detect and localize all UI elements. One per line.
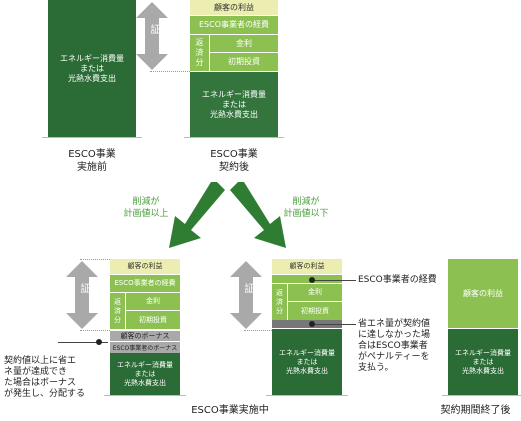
above-baseline — [104, 395, 186, 396]
esco-cost-pointer-line — [312, 280, 356, 281]
arrow-right-label: 削減が 計画値以下 — [283, 197, 329, 219]
above-guarantee-label: 保 証 — [78, 283, 104, 295]
contract-customer-profit: 顧客の利益 — [190, 0, 278, 16]
above-interest: 金利 — [126, 293, 180, 311]
guarantee-arrow-icon — [66, 261, 98, 329]
above-bonus-customer: 顧客のボーナス — [110, 331, 180, 342]
below-repay: 返 済 分 — [272, 284, 288, 320]
above-customer-profit: 顧客の利益 — [110, 259, 180, 275]
below-esco-cost-band — [272, 275, 342, 284]
bonus-pointer-dot — [96, 339, 102, 345]
contract-stack: 顧客の利益 ESCO事業者の経費 返 済 分 金利 初期投資 エネルギー消費量 … — [190, 0, 278, 137]
guide-line — [244, 330, 272, 331]
bonus-pointer-line — [58, 342, 108, 343]
contract-repay: 返 済 分 — [190, 35, 210, 71]
before-baseline — [42, 137, 142, 138]
below-esco-cost-note: ESCO事業者の経費 — [358, 275, 437, 285]
above-note: 契約値以上に省エ ネ量が達成でき た場合はボーナス が発生し、分配する — [4, 356, 86, 399]
before-caption: ESCO事業 実施前 — [68, 149, 116, 173]
below-baseline — [266, 395, 348, 396]
guide-line — [80, 330, 110, 331]
contract-guarantee-label: 保 証 — [148, 24, 174, 36]
penalty-pointer-line — [312, 324, 356, 325]
penalty-pointer-dot — [309, 321, 315, 327]
above-bonus-esco: ESCO事業者のボーナス — [110, 342, 180, 353]
arrow-right-icon — [230, 182, 286, 248]
above-initial: 初期投資 — [126, 311, 180, 329]
contract-initial: 初期投資 — [210, 53, 278, 71]
during-caption: ESCO事業実施中 — [191, 405, 269, 416]
after-stack: 顧客の利益 エネルギー消費量 または 光熱水費支出 — [448, 259, 518, 395]
arrow-left-icon — [169, 182, 225, 248]
contract-esco-cost: ESCO事業者の経費 — [190, 16, 278, 35]
below-initial: 初期投資 — [288, 302, 342, 320]
below-penalty-band — [272, 320, 342, 328]
below-interest: 金利 — [288, 284, 342, 302]
above-stack: 顧客の利益 ESCO事業者の経費 返 済 分 金利 初期投資 顧客のボーナス E… — [110, 259, 180, 395]
after-customer-profit: 顧客の利益 — [448, 259, 518, 329]
guide-line — [150, 71, 190, 72]
above-esco-cost: ESCO事業者の経費 — [110, 275, 180, 293]
contract-caption: ESCO事業 契約後 — [210, 149, 258, 173]
below-guarantee-label: 保 証 — [242, 283, 268, 295]
above-repay: 返 済 分 — [110, 293, 126, 329]
below-stack: 顧客の利益 返 済 分 金利 初期投資 エネルギー消費量 または 光熱水費支出 — [272, 259, 342, 395]
below-customer-profit: 顧客の利益 — [272, 259, 342, 275]
contract-energy-bar: エネルギー消費量 または 光熱水費支出 — [190, 71, 278, 137]
after-energy-bar: エネルギー消費量 または 光熱水費支出 — [448, 329, 518, 395]
after-caption: 契約期間終了後 — [440, 405, 511, 416]
guide-line — [80, 259, 110, 260]
before-energy-bar: エネルギー消費量 または 光熱水費支出 — [48, 0, 136, 137]
contract-interest: 金利 — [210, 35, 278, 53]
arrow-left-label: 削減が 計画値以上 — [123, 197, 169, 219]
contract-baseline — [184, 137, 284, 138]
below-penalty-note: 省エネ量が契約値 に達しなかった場 合はESCO事業者 がペナルティーを 支払う… — [358, 319, 431, 373]
after-baseline — [442, 395, 521, 396]
guarantee-arrow-icon — [136, 2, 168, 70]
esco-cost-pointer-dot — [309, 277, 315, 283]
below-energy-bar: エネルギー消費量 または 光熱水費支出 — [272, 328, 342, 395]
above-energy-bar: エネルギー消費量 または 光熱水費支出 — [110, 353, 180, 395]
guarantee-arrow-icon — [230, 261, 262, 329]
